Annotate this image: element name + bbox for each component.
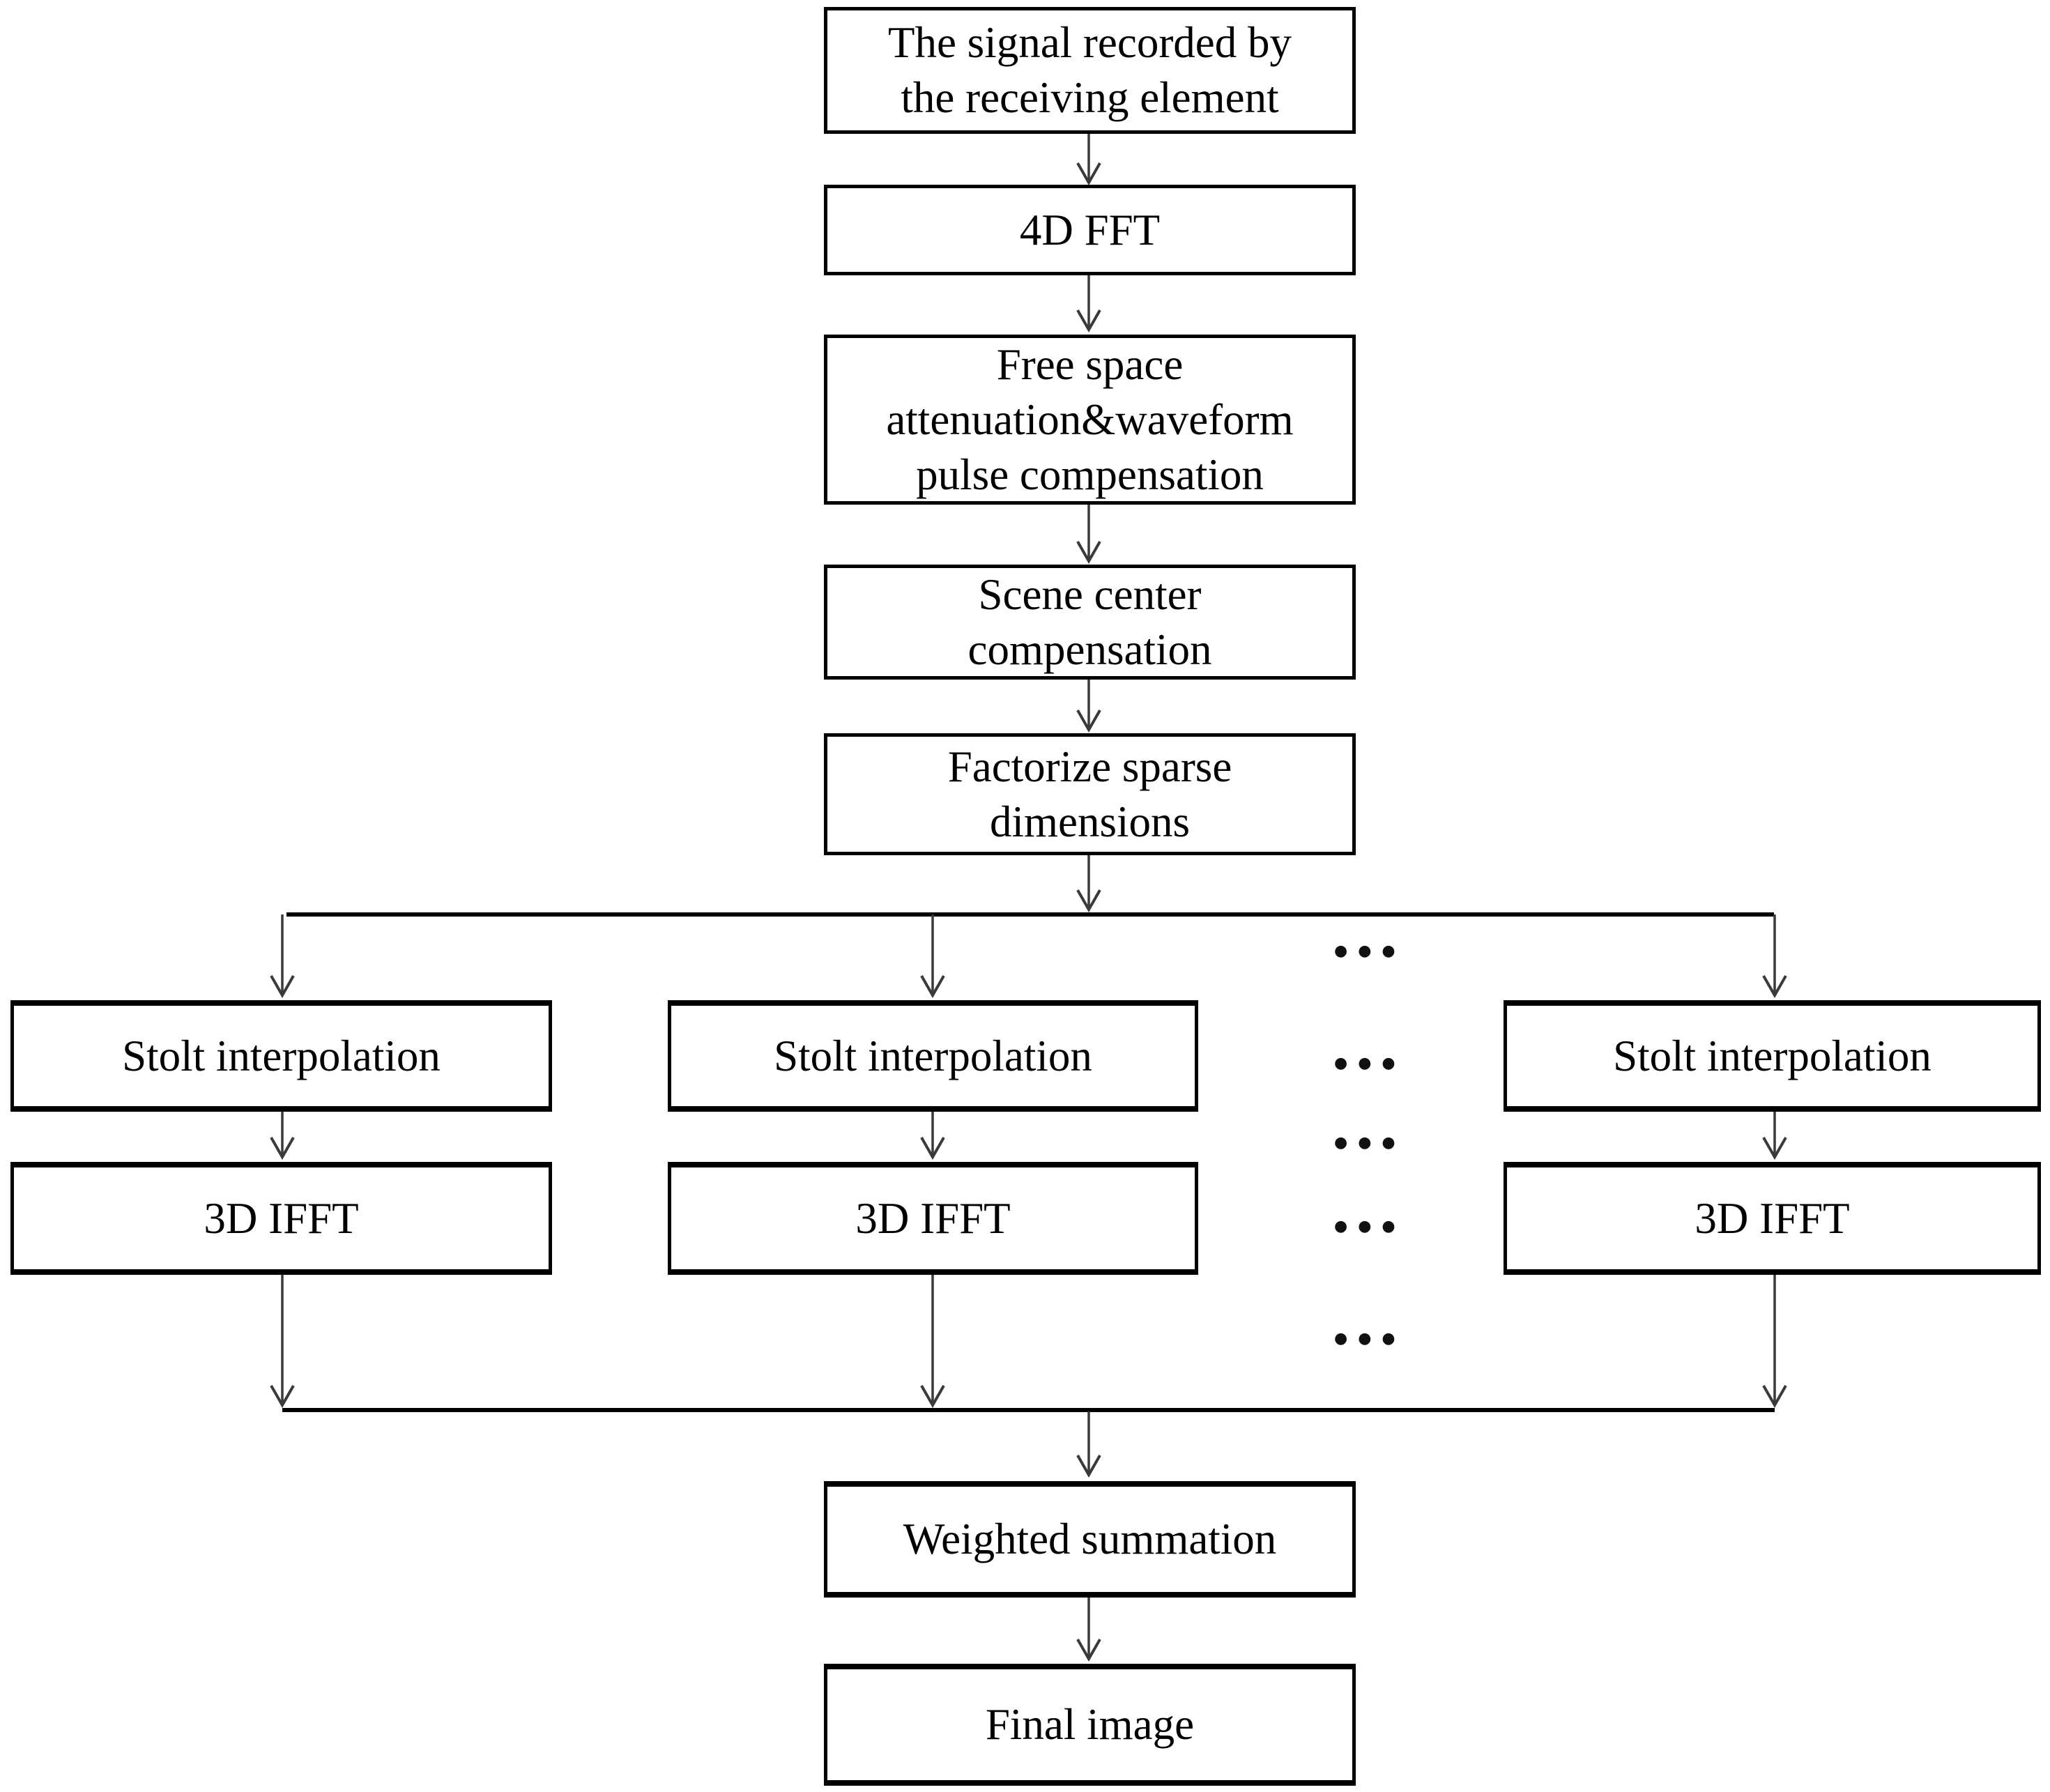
node-4d-fft-label: 4D FFT <box>1019 205 1161 254</box>
node-3d-ifft-1-box: 3D IFFT <box>10 1162 552 1275</box>
arrowhead-icon <box>1762 1137 1787 1161</box>
node-3d-ifft-2-label: 3D IFFT <box>855 1193 1011 1243</box>
node-signal-label: the receiving element <box>901 73 1279 122</box>
node-signal-label: The signal recorded by <box>887 18 1292 67</box>
arrowhead-icon <box>1076 1639 1101 1662</box>
arrowhead-icon <box>1762 975 1787 999</box>
node-stolt-interpolation-3-box: Stolt interpolation <box>1504 1000 2041 1112</box>
arrowhead-icon <box>1076 710 1101 733</box>
node-final-image-box: Final image <box>824 1664 1356 1786</box>
node-factorize-label: Factorize sparse <box>947 742 1232 791</box>
node-signal-box: The signal recorded by the receiving ele… <box>824 7 1356 134</box>
node-scene-center-box: Scene center compensation <box>824 565 1356 680</box>
node-stolt-1-label: Stolt interpolation <box>122 1031 441 1080</box>
node-3d-ifft-2-box: 3D IFFT <box>668 1162 1198 1275</box>
node-stolt-3-label: Stolt interpolation <box>1613 1031 1932 1080</box>
node-weighted-summation-box: Weighted summation <box>824 1481 1356 1598</box>
node-weighted-summation-label: Weighted summation <box>903 1515 1277 1563</box>
ellipsis-dots: ●●● <box>1334 1055 1406 1072</box>
ellipsis-dots: ●●● <box>1334 1218 1406 1235</box>
arrowhead-icon <box>1076 1455 1101 1478</box>
arrowhead-icon <box>920 1385 945 1409</box>
arrowhead-icon <box>1762 1385 1787 1409</box>
ellipsis-dots: ●●● <box>1334 1134 1406 1151</box>
arrowhead-icon <box>1076 541 1101 565</box>
node-factorize-box: Factorize sparse dimensions <box>824 733 1356 855</box>
arrowhead-icon <box>1076 309 1101 333</box>
arrowhead-icon <box>270 1137 295 1161</box>
node-free-space-compensation-box: Free space attenuation&waveform pulse co… <box>824 335 1356 505</box>
node-final-image-label: Final image <box>985 1700 1195 1749</box>
node-scene-center-label: compensation <box>967 625 1212 674</box>
node-scene-center-label: Scene center <box>978 569 1202 619</box>
node-free-space-label: pulse compensation <box>916 450 1264 499</box>
node-3d-ifft-3-box: 3D IFFT <box>1504 1162 2041 1275</box>
arrowhead-icon <box>920 1137 945 1161</box>
node-stolt-2-label: Stolt interpolation <box>774 1031 1092 1080</box>
arrowhead-icon <box>1076 889 1101 913</box>
arrowhead-icon <box>270 975 295 999</box>
arrowhead-icon <box>270 1385 295 1409</box>
arrowhead-icon <box>1076 162 1101 186</box>
ellipsis-dots: ●●● <box>1334 1330 1406 1347</box>
node-factorize-label: dimensions <box>989 797 1190 846</box>
node-free-space-label: Free space <box>996 339 1184 389</box>
node-4d-fft-box: 4D FFT <box>824 185 1356 275</box>
arrowhead-icon <box>920 975 945 999</box>
node-free-space-label: attenuation&waveform <box>886 395 1294 444</box>
node-3d-ifft-3-label: 3D IFFT <box>1695 1193 1850 1243</box>
node-stolt-interpolation-1-box: Stolt interpolation <box>10 1000 552 1112</box>
ellipsis-dots: ●●● <box>1334 942 1406 960</box>
node-3d-ifft-1-label: 3D IFFT <box>204 1193 359 1243</box>
node-stolt-interpolation-2-box: Stolt interpolation <box>668 1000 1198 1112</box>
